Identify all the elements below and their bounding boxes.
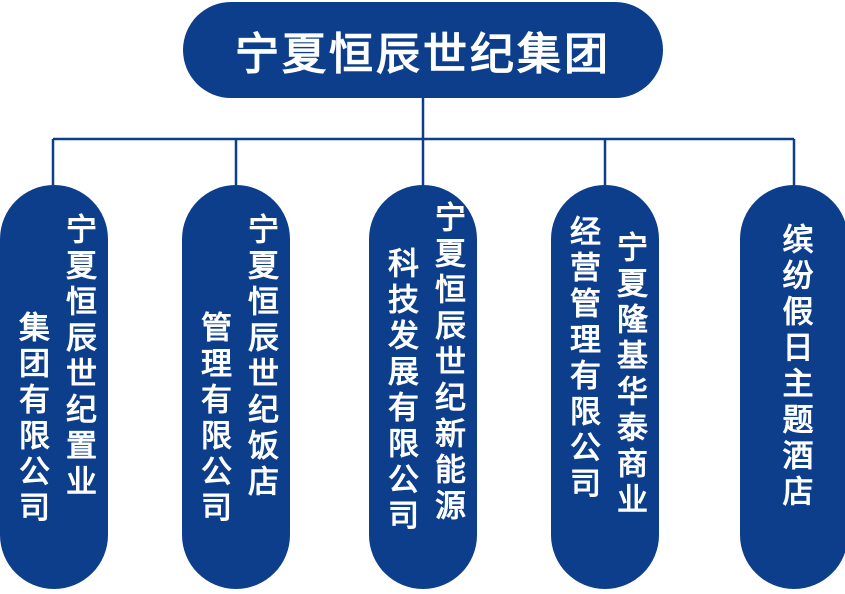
child-node-hotel-management: 宁夏恒辰世纪饭店 管理有限公司 xyxy=(182,185,290,589)
child-2-column-right: 宁夏恒辰世纪饭店 xyxy=(242,213,278,501)
child-5-column: 缤纷假日主题酒店 xyxy=(776,223,813,511)
root-node-group-name: 宁夏恒辰世纪集团 xyxy=(183,2,663,98)
child-node-real-estate: 宁夏恒辰世纪置业 集团有限公司 xyxy=(0,185,108,589)
child-3-column-right: 宁夏恒辰世纪新能源 xyxy=(429,201,465,525)
child-4-column-right: 宁夏隆基华泰商业 xyxy=(611,231,647,519)
child-node-commercial-management: 宁夏隆基华泰商业 经营管理有限公司 xyxy=(551,185,659,589)
child-4-column-left: 经营管理有限公司 xyxy=(564,215,600,503)
child-2-column-left: 管理有限公司 xyxy=(195,311,231,527)
root-title: 宁夏恒辰世纪集团 xyxy=(235,29,611,80)
child-3-column-left: 科技发展有限公司 xyxy=(382,247,418,535)
child-1-column-right: 宁夏恒辰世纪置业 xyxy=(60,213,96,501)
child-node-new-energy: 宁夏恒辰世纪新能源 科技发展有限公司 xyxy=(369,185,477,589)
child-1-column-left: 集团有限公司 xyxy=(13,311,49,527)
child-node-holiday-hotel: 缤纷假日主题酒店 xyxy=(740,185,845,589)
